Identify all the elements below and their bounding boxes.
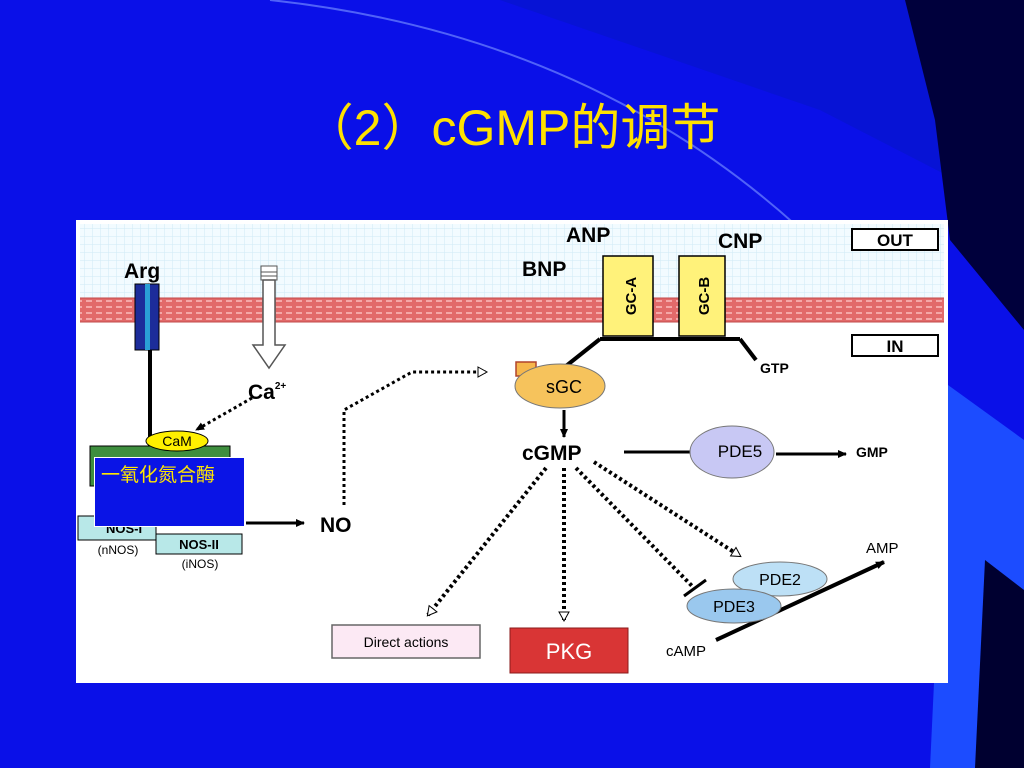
in-box	[851, 334, 939, 357]
pkg-box	[509, 627, 629, 674]
nos-ii-box	[155, 533, 243, 555]
nos-callout-box: 一氧化氮合酶	[94, 457, 245, 527]
cgmp-label: cGMP	[522, 442, 582, 465]
nos-i-sub: (nNOS)	[98, 543, 139, 557]
amp-label: AMP	[866, 540, 899, 557]
extracellular-region	[80, 224, 944, 298]
direct-actions-label: Direct actions	[364, 634, 449, 650]
cgmp-to-pde2-arrow	[592, 460, 742, 558]
calcium-channel-icon	[251, 265, 287, 370]
anp-label: ANP	[566, 224, 610, 247]
slide-title: （2）cGMP的调节	[303, 100, 721, 156]
bnp-label: BNP	[522, 258, 566, 281]
gc-b-label: GC-B	[696, 277, 713, 315]
gc-to-sgc-line	[564, 337, 602, 368]
pde2-label: PDE2	[759, 572, 801, 589]
calcium-label: Ca2+	[248, 381, 286, 404]
sgc-node	[514, 363, 606, 409]
nos-ii-label: NOS-II	[179, 537, 219, 552]
arg-label: Arg	[124, 260, 160, 283]
out-box	[851, 228, 939, 251]
gc-a-label: GC-A	[623, 277, 640, 315]
pde3-node	[686, 588, 782, 624]
no-to-sgc-arrow	[342, 366, 489, 505]
out-label: OUT	[877, 231, 914, 250]
cam-node	[145, 430, 209, 452]
cgmp-pathway-diagram: OUT IN ANP CNP BNP Arg Ca2+ GC-A GC-B GT…	[76, 220, 948, 683]
gc-b-receptor	[678, 255, 726, 337]
pde5-label: PDE5	[718, 442, 762, 461]
calcium-to-cam-arrow	[195, 396, 253, 432]
gmp-label: GMP	[856, 444, 888, 460]
nos-ii-sub: (iNOS)	[182, 557, 219, 571]
sgc-label: sGC	[546, 377, 582, 397]
cgmp-to-direct-arrow	[426, 466, 548, 617]
camp-to-amp-arrow	[715, 560, 885, 642]
camp-label: cAMP	[666, 643, 706, 660]
pde3-label: PDE3	[713, 599, 755, 616]
direct-actions-box	[331, 624, 481, 659]
in-label: IN	[887, 337, 904, 356]
pkg-label: PKG	[546, 639, 592, 664]
pde5-node	[689, 425, 775, 479]
cnp-label: CNP	[718, 230, 762, 253]
cgmp-to-pde3-inhibition	[574, 466, 696, 590]
cell-membrane	[80, 298, 944, 322]
cam-label: CaM	[162, 433, 192, 449]
pde2-node	[732, 561, 828, 597]
gc-a-receptor	[602, 255, 654, 337]
gtp-label: GTP	[760, 360, 789, 376]
no-label: NO	[320, 514, 352, 537]
